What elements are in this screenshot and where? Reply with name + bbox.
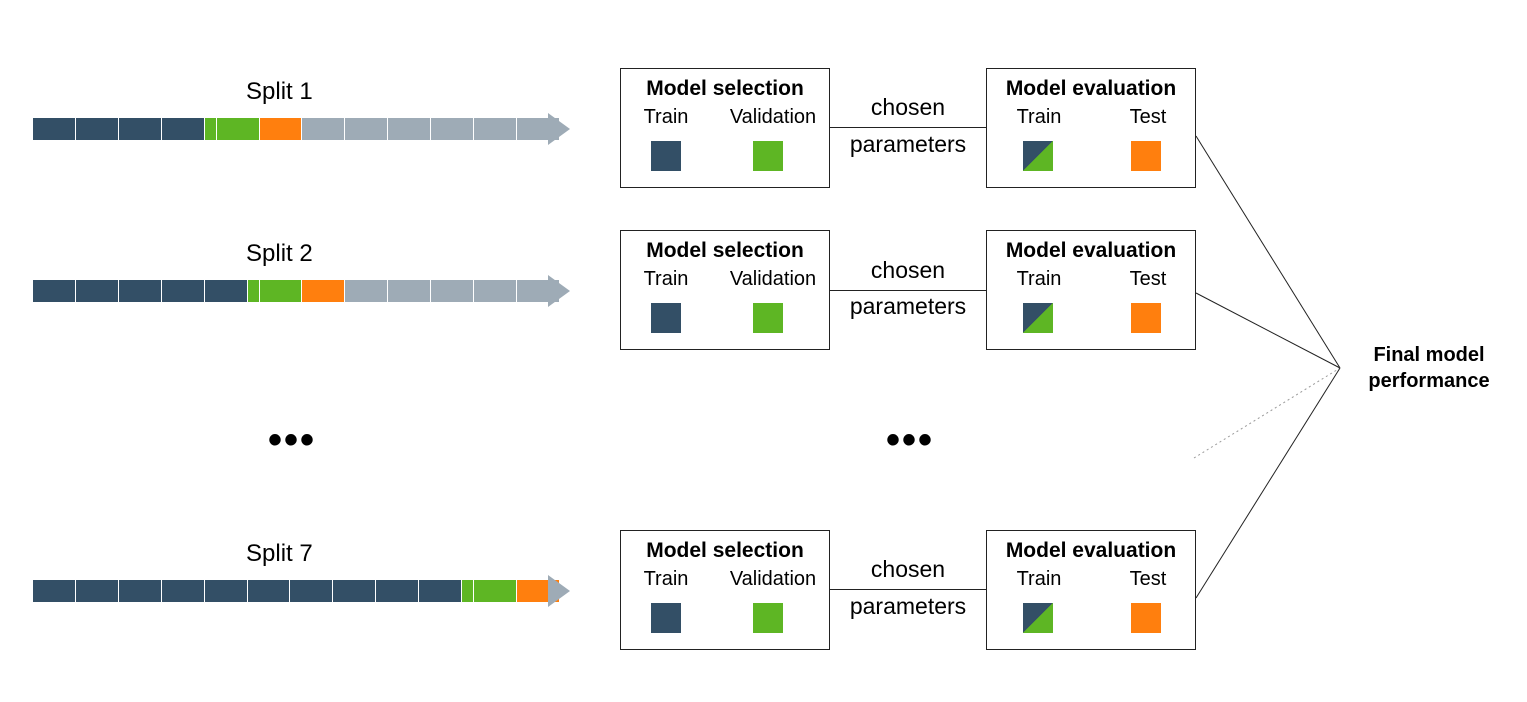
final-model-performance-label: Final model performance <box>1368 344 1490 392</box>
validation-swatch <box>753 603 783 633</box>
train-swatch <box>651 603 681 633</box>
train-segment <box>419 580 463 602</box>
connector-top-text: chosen <box>870 556 946 582</box>
fan-line-dotted <box>1193 367 1341 459</box>
arrowhead-icon <box>548 113 570 145</box>
train-segment <box>118 280 162 302</box>
train-label: Train <box>1016 106 1062 128</box>
validation-segment <box>247 280 260 302</box>
model-selection-box: Model selection Train Validation <box>620 68 830 188</box>
box-title: Model selection <box>646 77 804 100</box>
train-validation-swatch <box>1023 303 1053 333</box>
train-label: Train <box>1016 268 1062 290</box>
unused-segment <box>474 280 517 302</box>
train-segment <box>333 580 377 602</box>
connector-bottom-text: parameters <box>849 131 967 157</box>
train-swatch <box>651 141 681 171</box>
train-validation-swatch <box>1023 141 1053 171</box>
train-segment <box>290 580 334 602</box>
connector-line <box>830 127 986 128</box>
arrowhead-icon <box>548 575 570 607</box>
split-title: Split 2 <box>246 240 313 267</box>
unused-segment <box>345 280 389 302</box>
model-evaluation-box: Model evaluation Train Test <box>986 230 1196 350</box>
train-segment <box>204 580 248 602</box>
unused-segment <box>474 118 517 140</box>
test-label: Test <box>1129 106 1167 128</box>
train-segment <box>33 580 76 602</box>
unused-segment <box>345 118 389 140</box>
train-segment <box>118 118 162 140</box>
split-title: Split 1 <box>246 78 313 105</box>
train-segment <box>161 280 205 302</box>
fan-line-7 <box>1195 367 1341 599</box>
connector-line <box>830 290 986 291</box>
train-segment <box>33 280 76 302</box>
train-segment <box>161 118 205 140</box>
train-validation-swatch <box>1023 603 1053 633</box>
box-title: Model selection <box>646 239 804 262</box>
train-segment <box>75 118 119 140</box>
model-selection-box: Model selection Train Validation <box>620 230 830 350</box>
train-segment <box>376 580 420 602</box>
validation-segment <box>462 580 475 602</box>
validation-swatch <box>753 141 783 171</box>
validation-segment <box>216 118 260 140</box>
unused-segment <box>302 118 346 140</box>
arrowhead-icon <box>548 275 570 307</box>
test-swatch <box>1131 141 1161 171</box>
validation-label: Validation <box>729 268 817 290</box>
unused-segment <box>388 280 432 302</box>
box-title: Model evaluation <box>1005 539 1177 562</box>
ellipsis-left: ••• <box>268 418 317 462</box>
model-evaluation-box: Model evaluation Train Test <box>986 530 1196 650</box>
box-title: Model evaluation <box>1005 239 1177 262</box>
test-label: Test <box>1129 268 1167 290</box>
train-segment <box>161 580 205 602</box>
model-evaluation-box: Model evaluation Train Test <box>986 68 1196 188</box>
train-label: Train <box>1016 568 1062 590</box>
train-swatch <box>651 303 681 333</box>
validation-label: Validation <box>729 106 817 128</box>
validation-segment <box>474 580 517 602</box>
train-segment <box>33 118 76 140</box>
connector-top-text: chosen <box>870 257 946 283</box>
model-selection-box: Model selection Train Validation <box>620 530 830 650</box>
test-segment <box>302 280 346 302</box>
validation-segment <box>204 118 217 140</box>
box-title: Model evaluation <box>1005 77 1177 100</box>
unused-segment <box>388 118 432 140</box>
split-bar <box>33 580 560 602</box>
unused-segment <box>431 280 475 302</box>
train-segment <box>247 580 291 602</box>
split-title: Split 7 <box>246 540 313 567</box>
connector-top-text: chosen <box>870 94 946 120</box>
train-segment <box>75 280 119 302</box>
connector-bottom-text: parameters <box>849 593 967 619</box>
train-segment <box>204 280 248 302</box>
unused-segment <box>431 118 475 140</box>
fan-line-1 <box>1195 135 1341 369</box>
fan-line-2 <box>1195 292 1341 369</box>
ellipsis-center: ••• <box>886 418 935 462</box>
train-label: Train <box>643 106 689 128</box>
box-title: Model selection <box>646 539 804 562</box>
test-swatch <box>1131 303 1161 333</box>
test-segment <box>259 118 303 140</box>
test-swatch <box>1131 603 1161 633</box>
test-label: Test <box>1129 568 1167 590</box>
train-segment <box>75 580 119 602</box>
validation-segment <box>259 280 303 302</box>
validation-swatch <box>753 303 783 333</box>
train-label: Train <box>643 568 689 590</box>
connector-bottom-text: parameters <box>849 293 967 319</box>
split-bar <box>33 118 560 140</box>
train-label: Train <box>643 268 689 290</box>
validation-label: Validation <box>729 568 817 590</box>
connector-line <box>830 589 986 590</box>
train-segment <box>118 580 162 602</box>
